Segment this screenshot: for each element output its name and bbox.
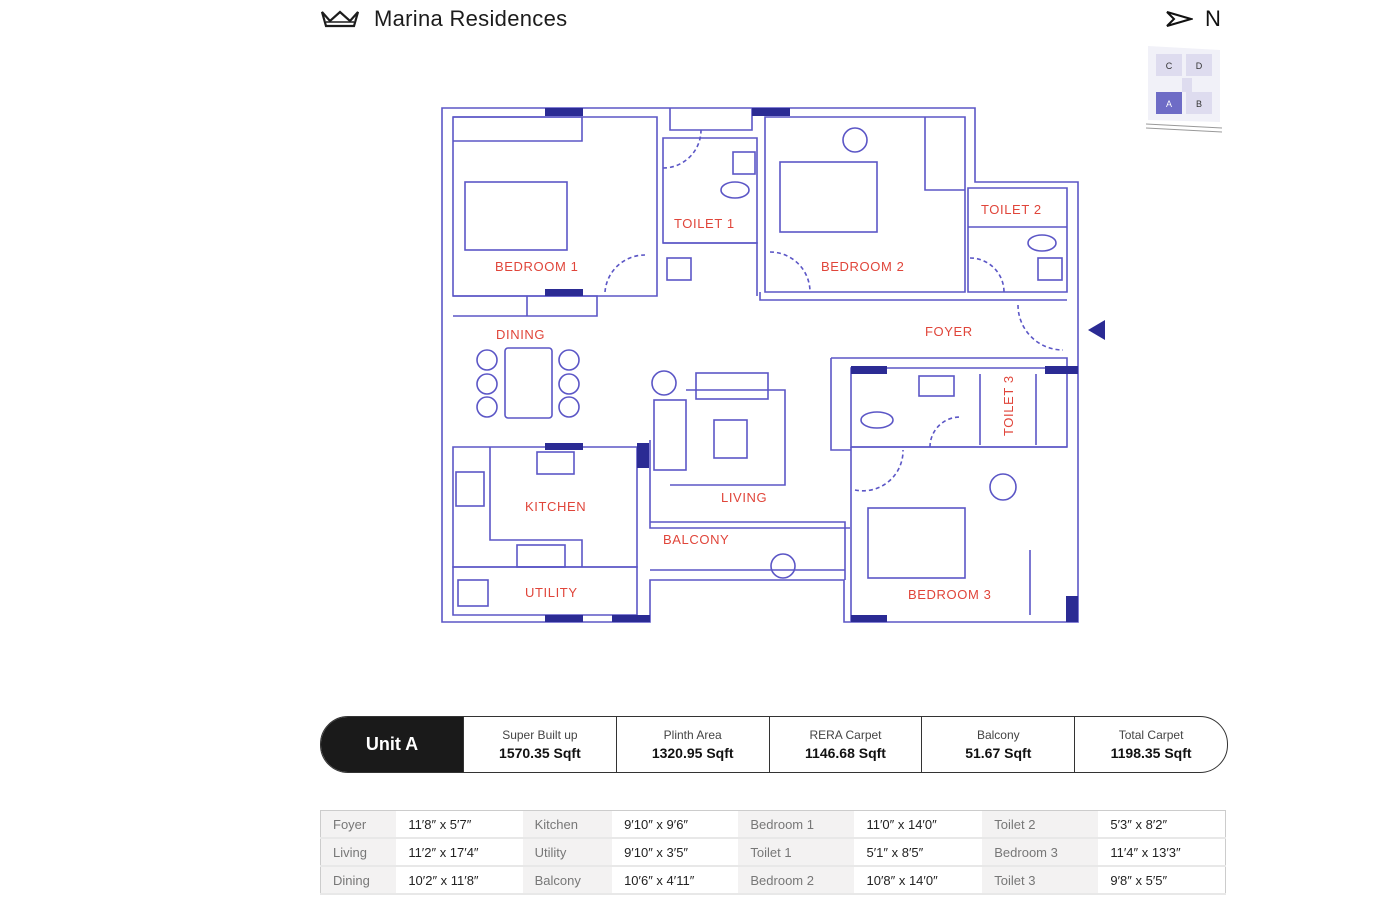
area-value: 1570.35 Sqft <box>499 745 581 761</box>
room-label-toilet3: TOILET 3 <box>1001 375 1016 436</box>
room-name-cell: Bedroom 3 <box>982 838 1099 867</box>
room-label-utility: UTILITY <box>525 585 578 600</box>
room-dimension-cell: 10′8″ x 14′0″ <box>854 866 983 895</box>
area-balcony: Balcony 51.67 Sqft <box>921 717 1074 772</box>
area-label: Total Carpet <box>1118 728 1184 742</box>
unit-area-summary: Unit A Super Built up 1570.35 Sqft Plinth… <box>320 716 1228 773</box>
project-title: Marina Residences <box>374 6 568 31</box>
entrance-arrow-icon <box>1088 320 1105 340</box>
room-dimension-cell: 11′8″ x 5′7″ <box>396 810 523 839</box>
key-block-c <box>1156 54 1182 76</box>
room-name-cell: Dining <box>320 866 397 895</box>
room-name-cell: Living <box>320 838 397 867</box>
room-name-cell: Bedroom 1 <box>738 810 855 839</box>
north-indicator: N <box>1165 6 1221 32</box>
windows <box>545 108 1078 622</box>
brand-header: Marina Residences <box>320 6 567 32</box>
room-dimension-cell: 10′2″ x 11′8″ <box>396 866 523 895</box>
area-label: Plinth Area <box>663 728 722 742</box>
crown-logo-icon <box>320 10 360 28</box>
key-label-a: A <box>1166 99 1172 109</box>
room-dimension-cell: 9′10″ x 3′5″ <box>612 838 739 867</box>
room-dimension-cell: 11′2″ x 17′4″ <box>396 838 523 867</box>
key-label-d: D <box>1196 61 1203 71</box>
area-plinth: Plinth Area 1320.95 Sqft <box>615 717 769 772</box>
room-dimension-cell: 11′0″ x 14′0″ <box>854 810 983 839</box>
room-dimension-cell: 11′4″ x 13′3″ <box>1098 838 1226 867</box>
key-label-b: B <box>1196 99 1202 109</box>
room-name-cell: Bedroom 2 <box>738 866 855 895</box>
key-block-a <box>1156 92 1182 114</box>
room-name-cell: Toilet 1 <box>738 838 855 867</box>
room-name-cell: Kitchen <box>522 810 613 839</box>
area-rera-carpet: RERA Carpet 1146.68 Sqft <box>768 717 922 772</box>
area-value: 1146.68 Sqft <box>805 745 886 761</box>
key-label-c: C <box>1166 61 1173 71</box>
unit-name: Unit A <box>321 717 463 772</box>
room-name-cell: Utility <box>522 838 613 867</box>
walls <box>441 107 1079 623</box>
room-label-bedroom1: BEDROOM 1 <box>495 259 578 274</box>
room-labels: BEDROOM 1 TOILET 1 BEDROOM 2 TOILET 2 DI… <box>495 202 1042 602</box>
north-arrow-icon <box>1166 11 1193 27</box>
area-value: 51.67 Sqft <box>965 745 1032 761</box>
room-label-dining: DINING <box>496 327 545 342</box>
room-dimension-cell: 9′10″ x 9′6″ <box>612 810 739 839</box>
room-label-toilet2: TOILET 2 <box>981 202 1042 217</box>
area-label: Balcony <box>976 728 1020 742</box>
room-name-cell: Foyer <box>320 810 397 839</box>
room-name-cell: Toilet 3 <box>982 866 1099 895</box>
north-label: N <box>1205 6 1221 31</box>
room-label-foyer: FOYER <box>925 324 973 339</box>
room-dimension-cell: 5′3″ x 8′2″ <box>1098 810 1226 839</box>
room-label-kitchen: KITCHEN <box>525 499 586 514</box>
key-plan: C D A B <box>1146 46 1222 133</box>
area-label: RERA Carpet <box>809 728 882 742</box>
room-dimension-cell: 10′6″ x 4′11″ <box>612 866 739 895</box>
key-block-d <box>1186 54 1212 76</box>
room-dimension-cell: 9′8″ x 5′5″ <box>1098 866 1226 895</box>
room-name-cell: Toilet 2 <box>982 810 1099 839</box>
room-label-bedroom3: BEDROOM 3 <box>908 587 991 602</box>
room-label-balcony: BALCONY <box>663 532 729 547</box>
area-label: Super Built up <box>502 728 578 742</box>
key-block-b <box>1186 92 1212 114</box>
area-value: 1198.35 Sqft <box>1110 745 1192 761</box>
room-label-living: LIVING <box>721 490 767 505</box>
room-label-bedroom2: BEDROOM 2 <box>821 259 904 274</box>
room-dimension-cell: 5′1″ x 8′5″ <box>854 838 983 867</box>
room-name-cell: Balcony <box>522 866 613 895</box>
room-label-toilet1: TOILET 1 <box>674 216 735 231</box>
area-total-carpet: Total Carpet 1198.35 Sqft <box>1074 717 1227 772</box>
area-value: 1320.95 Sqft <box>651 745 734 761</box>
area-super-built-up: Super Built up 1570.35 Sqft <box>463 717 616 772</box>
